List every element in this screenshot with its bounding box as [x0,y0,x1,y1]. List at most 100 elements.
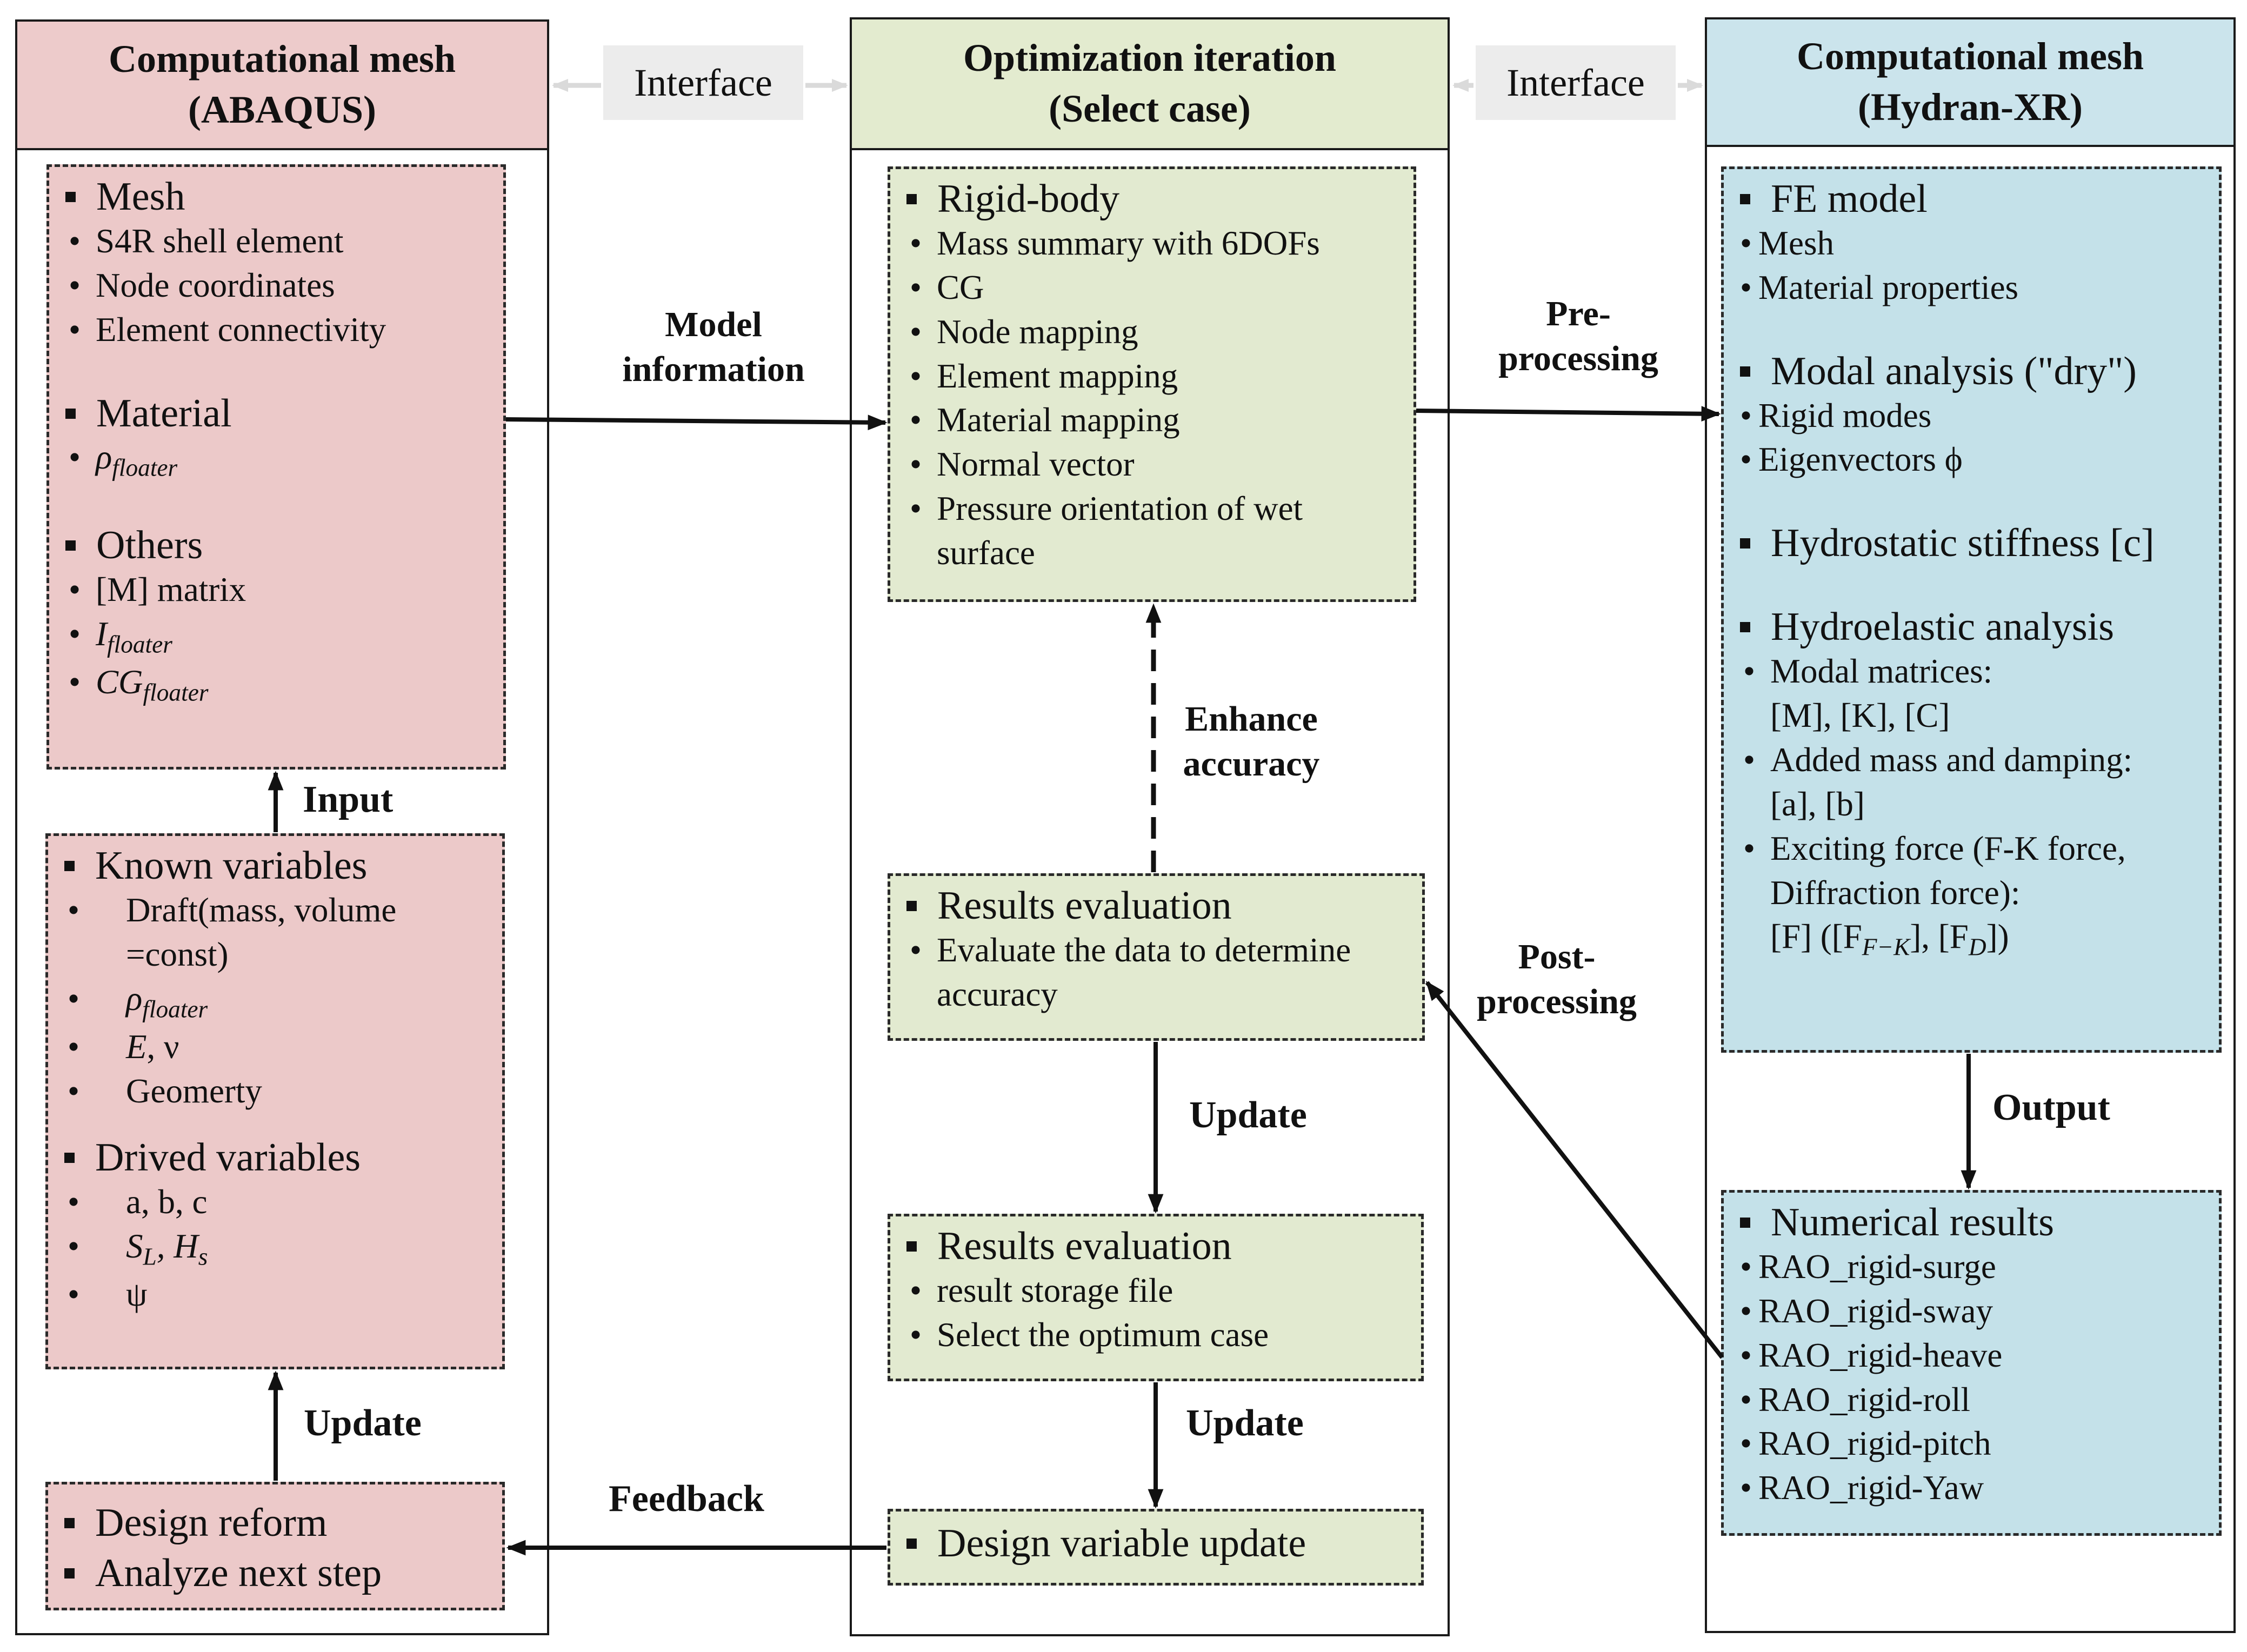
bullet-icon: • [69,438,81,477]
square-bullet-icon [64,1152,75,1163]
list-item: •Material properties [1738,266,2205,310]
bullet-icon: • [68,1072,80,1111]
bullet-icon: • [910,490,922,528]
model-information-arrow [505,414,888,431]
input-label: Input [303,779,394,820]
optimization-title-line1: Optimization iteration [963,36,1336,80]
results-evaluation-heading: Results evaluation [904,884,1408,928]
list-item: •ψ [62,1273,488,1317]
analyze-next-step-item: Analyze next step [62,1551,488,1596]
square-bullet-icon [906,194,917,204]
list-item: •result storage file [904,1269,1407,1313]
feedback-label: Feedback [609,1478,764,1520]
bullet-icon: • [69,570,81,608]
square-bullet-icon [64,1568,75,1579]
list-item: •RAO_rigid-roll [1738,1378,2205,1422]
list-item: •Mass summary with 6DOFs [904,222,1399,266]
interface-left-label: Interface [603,45,803,120]
bullet-icon: • [69,266,81,304]
interface-right-label: Interface [1476,45,1676,120]
hydran-column-header: Computational mesh (Hydran-XR) [1707,19,2233,147]
known-variables-heading: Known variables [62,844,488,888]
list-item: •RAO_rigid-sway [1738,1289,2205,1334]
bullet-icon: • [69,222,81,260]
rho-symbol: ρ [96,438,112,477]
mesh-section-heading: Mesh [63,175,489,219]
bullet-icon: • [1740,1292,1752,1330]
bullet-icon: • [1740,1247,1752,1286]
optimization-column-header: Optimization iteration (Select case) [852,19,1448,150]
square-bullet-icon [65,540,76,551]
bullet-icon: • [68,1275,80,1314]
bullet-icon: • [1743,740,1756,779]
pre-processing-arrow [1416,406,1721,422]
list-item: •Mesh [1738,222,2205,266]
update-left-label: Update [304,1402,422,1444]
list-item: •Geomerty [62,1069,488,1114]
list-item: •E, ν [62,1025,488,1069]
bullet-icon: • [1740,268,1752,306]
abaqus-model-box: Mesh •S4R shell element •Node coordinate… [46,164,506,770]
post-processing-arrow [1425,981,1724,1359]
results-evaluation-storage-box: Results evaluation •result storage file … [888,1214,1424,1381]
material-section-heading: Material [63,391,489,436]
numerical-results-box: Numerical results •RAO_rigid-surge •RAO_… [1721,1190,2222,1536]
bullet-icon: • [68,1182,80,1221]
list-item: •Node coordinates [63,264,489,308]
model-information-label: Model information [622,305,805,389]
bullet-icon: • [68,891,80,929]
drived-variables-heading: Drived variables [62,1135,488,1180]
bullet-icon: • [69,310,81,349]
list-item: •Eigenvectors ϕ [1738,438,2205,482]
list-item: •a, b, c [62,1180,488,1225]
list-item: •Rigid modes [1738,394,2205,438]
rho-subscript: floater [112,454,178,482]
list-item: •RAO_rigid-Yaw [1738,1466,2205,1510]
others-section-heading: Others [63,523,489,568]
list-item: •Draft(mass, volume=const) [62,888,488,977]
square-bullet-icon [65,192,76,202]
square-bullet-icon [1740,538,1750,549]
list-item: •Element connectivity [63,308,489,352]
mesh-heading-text: Mesh [96,175,185,219]
bullet-icon: • [68,979,80,1018]
square-bullet-icon [906,901,917,911]
design-variable-update-box: Design variable update [888,1509,1424,1586]
list-item: •Normal vector [904,443,1399,487]
list-item: •Material mapping [904,398,1399,443]
bullet-icon: • [910,268,922,306]
bullet-icon: • [910,312,922,351]
bullet-icon: • [1740,1424,1752,1463]
design-variable-update-item: Design variable update [904,1521,1407,1566]
bullet-icon: • [1740,440,1752,479]
abaqus-title-line2: (ABAQUS) [188,88,376,131]
update-mid-label-1: Update [1189,1094,1307,1136]
update-mid-label-2: Update [1186,1402,1304,1444]
bullet-icon: • [68,1028,80,1066]
square-bullet-icon [1740,622,1750,633]
square-bullet-icon [906,1539,917,1549]
list-item: •ρfloater [62,977,488,1026]
bullet-icon: • [910,931,922,969]
abaqus-column-header: Computational mesh (ABAQUS) [17,22,547,150]
bullet-icon: • [1740,224,1752,262]
list-item: •[M] matrix [63,568,489,612]
list-item: •CG [904,266,1399,310]
abaqus-variables-box: Known variables •Draft(mass, volume=cons… [45,833,505,1369]
hydroelastic-analysis-heading: Hydroelastic analysis [1738,605,2205,650]
bullet-icon: • [1740,1336,1752,1374]
hydrostatic-stiffness-heading: Hydrostatic stiffness [c] [1738,521,2205,566]
post-processing-label: Post- processing [1477,937,1637,1021]
square-bullet-icon [64,1518,75,1528]
modal-analysis-heading: Modal analysis ("dry") [1738,349,2205,394]
fe-model-box: FE model •Mesh •Material properties Moda… [1721,166,2222,1053]
fe-model-heading: FE model [1738,177,2205,222]
bullet-icon: • [1743,652,1756,691]
list-item: •S4R shell element [63,219,489,264]
bullet-icon: • [1743,829,1756,867]
numerical-results-heading: Numerical results [1738,1200,2205,1245]
list-item: •Select the optimum case [904,1313,1407,1357]
list-item: •RAO_rigid-heave [1738,1334,2205,1378]
bullet-icon: • [1740,396,1752,434]
